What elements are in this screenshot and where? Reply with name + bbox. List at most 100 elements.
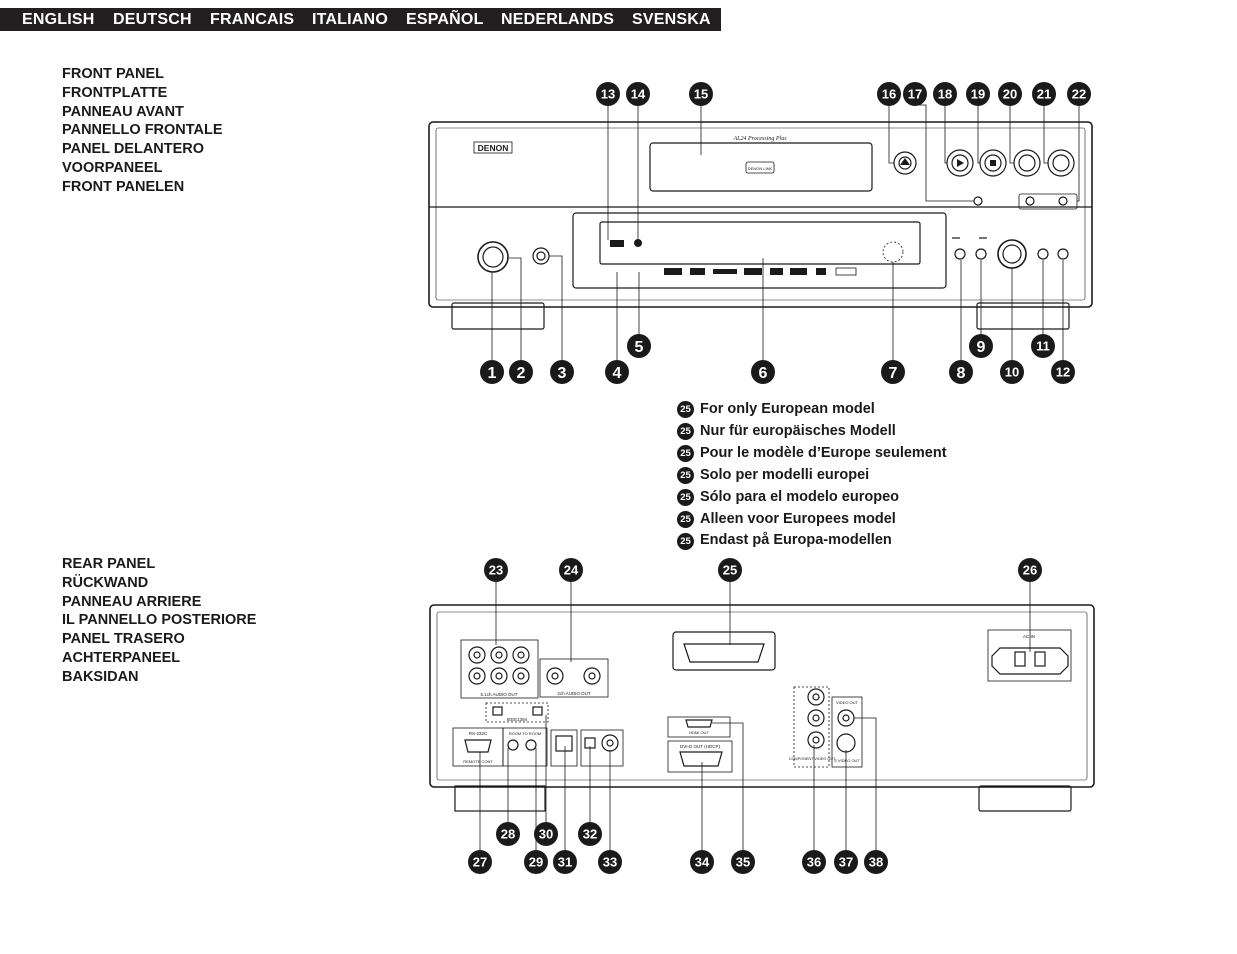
display-window — [599, 221, 921, 265]
ac-pin — [1034, 651, 1046, 667]
lang-espanol[interactable]: ESPAÑOL — [406, 11, 484, 28]
leader-line — [712, 722, 744, 850]
callout-number: 8 — [957, 365, 966, 382]
rca-jack-pin — [588, 672, 596, 680]
pure-direct-button — [532, 247, 550, 265]
callout-number: 15 — [694, 87, 708, 102]
leader-line — [549, 255, 563, 360]
note-text: Solo per modelli europei — [700, 466, 870, 483]
processing-label: AL24 Processing Plus — [732, 135, 787, 142]
callout-number: 12 — [1056, 365, 1070, 380]
dvd-logo — [610, 240, 624, 247]
leader-line — [915, 104, 974, 202]
callout-badge — [998, 82, 1022, 106]
scart-connector — [672, 631, 776, 671]
front-chassis — [428, 121, 1093, 308]
rear-callout-23: 23 — [484, 558, 508, 582]
rca-jack-pin — [495, 672, 503, 680]
callout-number: 20 — [1003, 87, 1017, 102]
callout-number: 35 — [736, 855, 750, 870]
rca-jack — [837, 709, 855, 727]
front-callout-20: 20 — [998, 82, 1022, 106]
callout-badge — [626, 82, 650, 106]
lang-francais[interactable]: FRANCAIS — [210, 11, 295, 28]
front-callout-19: 19 — [966, 82, 990, 106]
rca-jack — [512, 646, 530, 664]
skip-forward-button-inner — [1052, 154, 1070, 172]
callout-marker: 25 — [677, 445, 694, 463]
rca-jack — [583, 667, 601, 685]
rear-inner-frame — [436, 611, 1088, 781]
ac-inlet — [991, 647, 1069, 675]
callout-number: 25 — [723, 563, 737, 578]
lang-italiano[interactable]: ITALIANO — [312, 11, 388, 28]
ac-in-label: AC IN — [1023, 634, 1035, 639]
front-callout-14: 14 — [626, 82, 650, 106]
front-panel-label: FRONT PANELEN — [62, 178, 185, 195]
rear-panel-label: PANNEAU ARRIERE — [62, 593, 202, 610]
dvi-port — [679, 751, 723, 767]
format-logo — [835, 267, 857, 276]
denon-link-port — [555, 735, 573, 752]
component-group — [793, 686, 830, 768]
front-panel-drawing: DENON AL24 Processing Plus DENON LINK — [428, 121, 1093, 330]
format-logo — [744, 268, 762, 275]
callout-marker: 25 — [677, 423, 694, 441]
small-control-button — [1037, 248, 1049, 260]
rear-panel-label: BAKSIDAN — [62, 668, 139, 685]
rear-panel-label: PANEL TRASERO — [62, 631, 185, 648]
rca-jack — [512, 667, 530, 685]
hdmi-port — [685, 719, 713, 728]
callout-badge — [690, 850, 714, 874]
front-callout-4: 4 — [605, 360, 629, 384]
front-callout-7: 7 — [881, 360, 905, 384]
rear-callout-30: 30 — [534, 822, 558, 846]
rca-jack — [546, 667, 564, 685]
brand-logo-box — [473, 141, 513, 154]
callout-number: 9 — [977, 339, 986, 356]
rear-callout-28: 28 — [496, 822, 520, 846]
front-callout-18: 18 — [933, 82, 957, 106]
leader-line — [1009, 105, 1014, 164]
callout-number: 3 — [558, 365, 567, 382]
callout-badge — [731, 850, 755, 874]
ac-pin — [1014, 651, 1026, 667]
rear-callout-33: 33 — [598, 850, 622, 874]
audio-out-2ch-label: 2ch AUDIO OUT — [557, 691, 591, 696]
european-button-group — [1018, 193, 1078, 210]
lang-deutsch[interactable]: DEUTSCH — [113, 11, 192, 28]
callout-number: 6 — [759, 365, 768, 382]
format-logo — [770, 268, 783, 275]
callout-badge — [627, 334, 651, 358]
note-text: Sólo para el modelo europeo — [700, 488, 900, 505]
callout-badge — [1067, 82, 1091, 106]
front-callout-16: 16 — [877, 82, 901, 106]
note-text: Nur für europäisches Modell — [700, 422, 896, 439]
callout-badge — [553, 850, 577, 874]
leader-line — [854, 717, 877, 850]
ieee1394-label: IEEE1394 — [507, 717, 528, 722]
lang-nederlands[interactable]: NEDERLANDS — [501, 11, 615, 28]
callout-number: 13 — [601, 87, 615, 102]
callout-number: 26 — [1023, 563, 1037, 578]
language-bar: ENGLISH DEUTSCH FRANCAIS ITALIANO ESPAÑO… — [0, 8, 721, 31]
format-logo — [816, 268, 826, 275]
callout-badge — [550, 360, 574, 384]
leader-line — [888, 105, 894, 164]
display-window-outer — [572, 212, 947, 289]
callout-number: 29 — [529, 855, 543, 870]
lang-svenska[interactable]: SVENSKA — [632, 11, 711, 28]
sacd-logo — [634, 239, 642, 247]
dvi-frame — [667, 740, 733, 773]
rca-jack — [807, 731, 825, 749]
lang-english[interactable]: ENGLISH — [22, 11, 95, 28]
front-right-foot — [976, 302, 1070, 330]
callout-number: 23 — [489, 563, 503, 578]
note-item: 25 Nur für europäisches Modell — [677, 421, 947, 443]
front-callout-11: 11 — [1031, 334, 1055, 358]
rear-panel-labels: REAR PANEL RÜCKWAND PANNEAU ARRIERE IL P… — [62, 555, 256, 687]
callout-badge — [1032, 82, 1056, 106]
small-button — [973, 196, 983, 206]
front-callout-21: 21 — [1032, 82, 1056, 106]
